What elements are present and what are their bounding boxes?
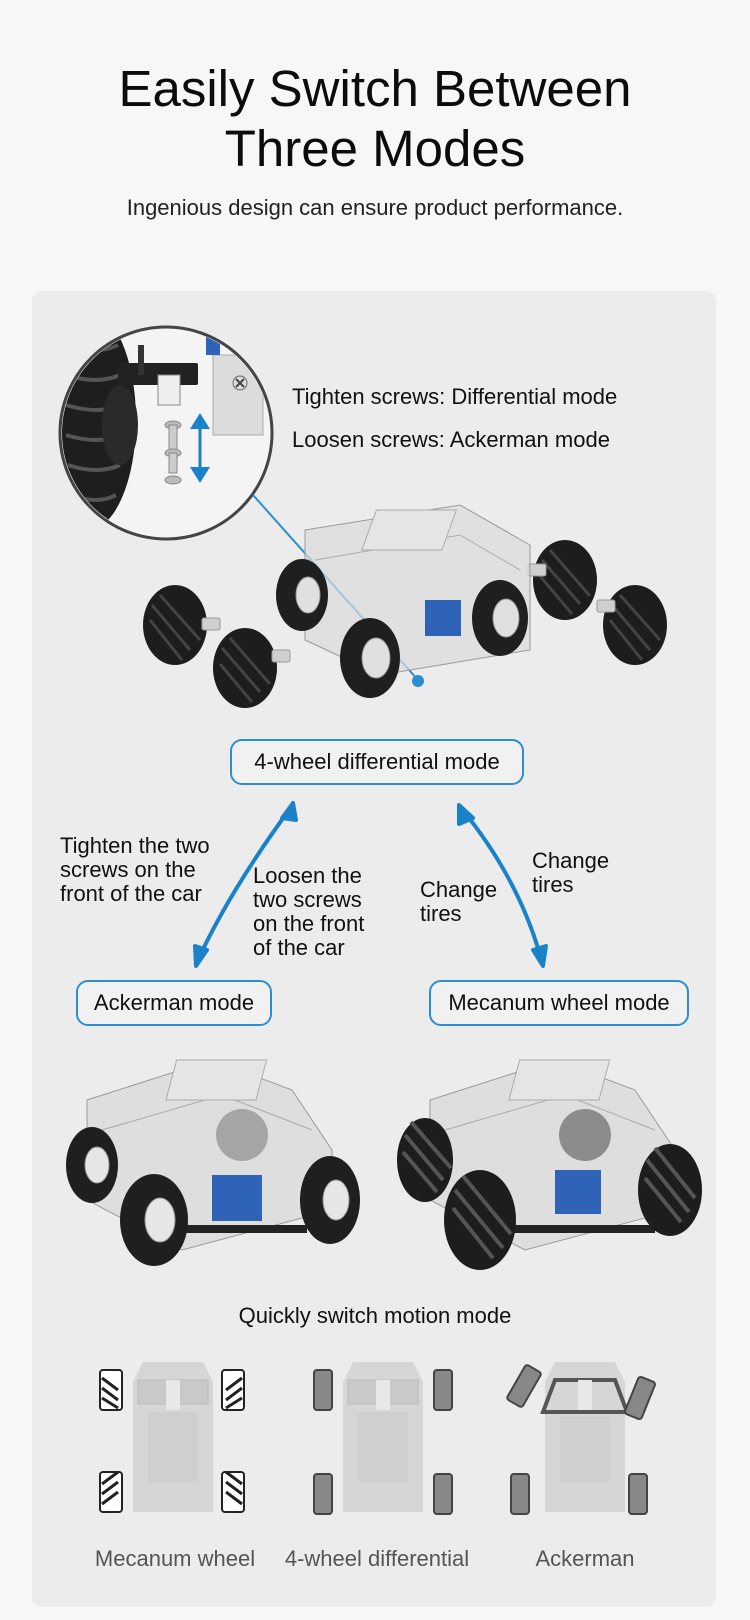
switch-mode-heading: Quickly switch motion mode <box>238 1303 512 1328</box>
tighten-front-screws-text: Tighten the two screws on the front of t… <box>60 833 210 906</box>
mecanum-mode-label: Mecanum wheel mode <box>429 980 689 1026</box>
page-title-line2: Three Modes <box>224 120 526 177</box>
transition-arrows <box>193 801 548 968</box>
mecanum-wheel-label: Mecanum wheel <box>94 1546 256 1571</box>
page-title-line1: Easily Switch Between <box>118 60 632 117</box>
differential-mode-label: 4-wheel differential mode <box>230 739 524 785</box>
ackerman-car-illustration <box>66 1059 360 1266</box>
ackerman-schematic <box>506 1362 656 1515</box>
page-subtitle: Ingenious design can ensure product perf… <box>126 195 624 220</box>
change-tires-text-right: Change tires <box>532 848 610 897</box>
loosen-screws-note: Loosen screws: Ackerman mode <box>292 427 610 452</box>
change-tires-text-left: Change tires <box>420 877 498 926</box>
mecanum-car-illustration <box>397 1059 702 1270</box>
ackerman-mode-label: Ackerman mode <box>76 980 272 1026</box>
differential-schematic <box>313 1362 453 1515</box>
four-wheel-differential-label: 4-wheel differential <box>284 1546 470 1571</box>
mecanum-schematic <box>99 1362 245 1513</box>
loosen-front-screws-text: Loosen the two screws on the front of th… <box>253 863 365 960</box>
differential-car-illustration <box>143 504 667 708</box>
screw-detail-illustration <box>58 325 274 541</box>
ackerman-label: Ackerman <box>535 1546 635 1571</box>
tighten-screws-note: Tighten screws: Differential mode <box>292 384 618 409</box>
